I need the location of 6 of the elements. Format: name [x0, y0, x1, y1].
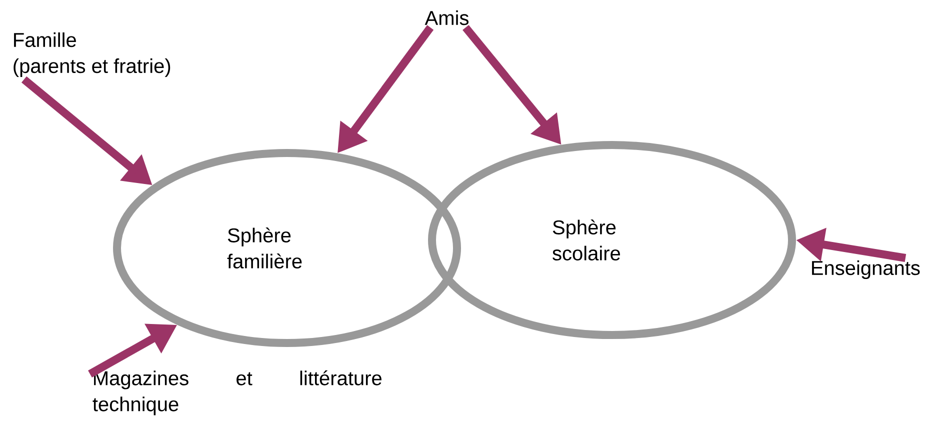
text-label: Famille (parents et fratrie) [14, 32, 170, 78]
ellipse-sphere: Sphère familière [113, 149, 461, 347]
text-label: Amis [424, 10, 468, 26]
text-label: Magazines et littérature technique [92, 370, 382, 416]
text-label: Enseignants [812, 260, 920, 280]
ellipse-sphere: Sphère scolaire [428, 141, 796, 339]
